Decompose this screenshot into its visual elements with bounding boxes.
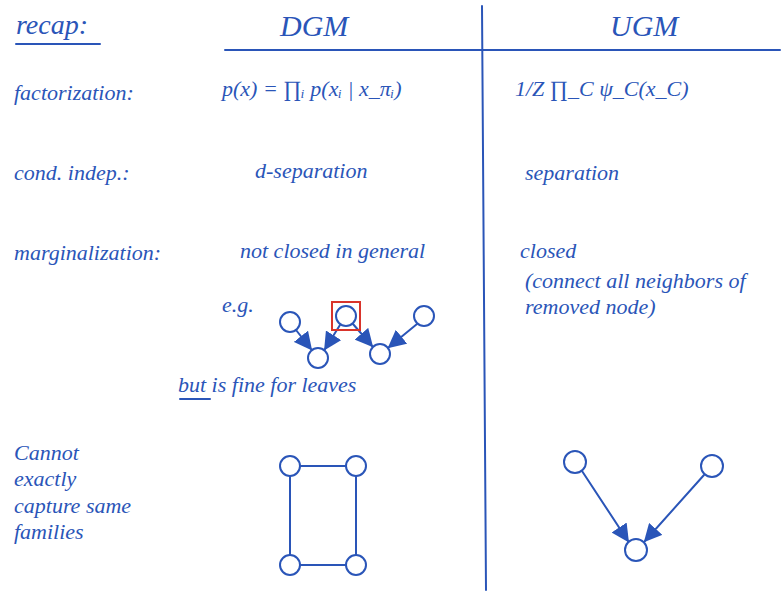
note-text: Cannot exactly capture same families: [14, 440, 144, 546]
graph-arrow: [645, 475, 704, 541]
note-text: e.g.: [222, 292, 254, 318]
note-text: separation: [525, 160, 619, 186]
graph-edge: [289, 476, 291, 555]
note-text: not closed in general: [240, 238, 425, 264]
note-text: UGM: [610, 8, 678, 44]
note-text: 1/Z ∏_C ψ_C(x_C): [515, 76, 689, 102]
graph-node: [701, 455, 723, 477]
removed-node-marker: [332, 302, 360, 330]
graph-node: [308, 348, 328, 368]
graph-node: [280, 456, 300, 476]
graph-arrow: [296, 330, 311, 349]
graph-node: [564, 451, 586, 473]
graph-arrow: [389, 324, 417, 347]
title-underline: [16, 43, 100, 45]
graph-node: [280, 555, 300, 575]
note-text: p(x) = ∏ᵢ p(xᵢ | x_πᵢ): [222, 76, 402, 102]
page-title: recap:: [16, 8, 88, 42]
column-divider: [482, 6, 486, 590]
graph-node: [346, 555, 366, 575]
graph-node: [280, 312, 300, 332]
note-text: cond. indep.:: [14, 160, 129, 186]
graph-node: [370, 344, 390, 364]
note-text: DGM: [280, 8, 348, 44]
emphasis-underline: [180, 398, 210, 400]
graph-edge: [355, 476, 357, 555]
note-text: closed: [520, 238, 576, 264]
graph-node: [346, 456, 366, 476]
graph-arrow: [353, 324, 372, 346]
header-rule: [225, 49, 780, 51]
graph-arrow: [582, 471, 628, 541]
graph-edge: [300, 564, 346, 566]
graph-node: [625, 539, 647, 561]
note-text: marginalization:: [14, 240, 161, 266]
note-text: factorization:: [14, 80, 134, 106]
note-text: (connect all neighbors of removed node): [525, 268, 775, 321]
graph-edge: [300, 465, 346, 467]
note-text: d-separation: [255, 158, 367, 184]
note-text: but is fine for leaves: [178, 372, 356, 398]
